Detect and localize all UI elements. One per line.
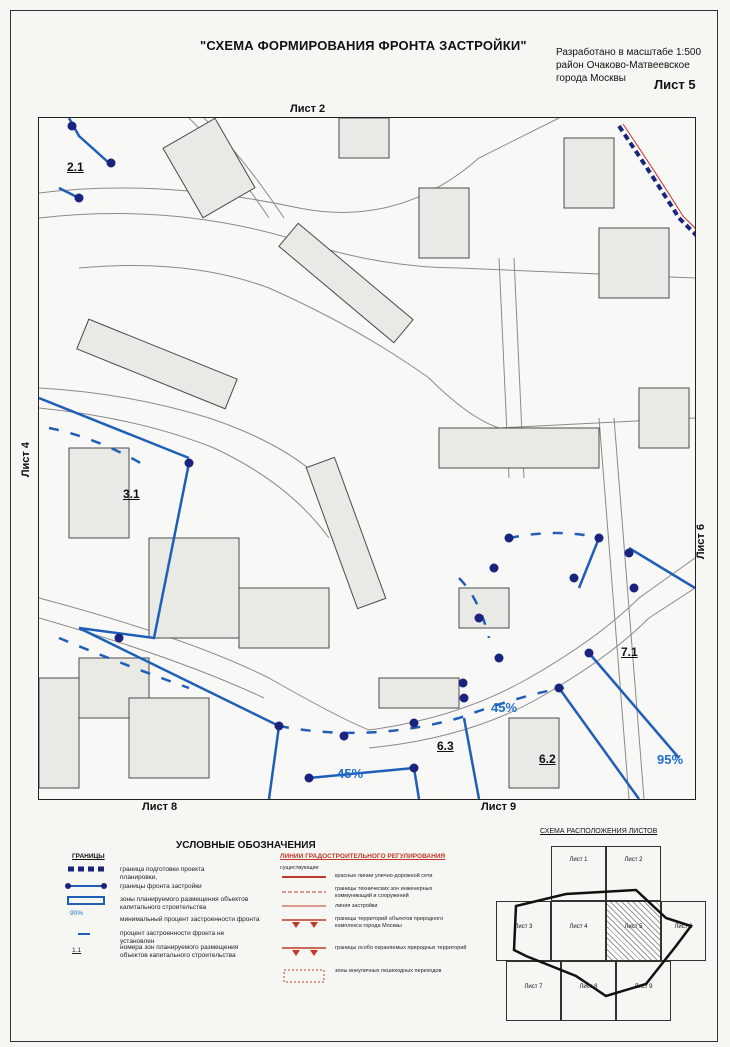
legend-boundaries-header: ГРАНИЦЫ <box>72 853 105 860</box>
legend-symbols <box>65 866 107 935</box>
keymap-cell-7[interactable]: Лист 7 <box>506 961 561 1021</box>
legend-item-no-percent: процент застроенности фронта не установл… <box>120 930 225 945</box>
scale-line-3: города Москвы <box>556 73 626 84</box>
sheet-label-bottom-right[interactable]: Лист 9 <box>481 801 517 813</box>
legend-item-min-percent: минимальный процент застроенности фронта <box>120 916 260 923</box>
scale-line-2: район Очаково-Матвеевское <box>556 60 690 71</box>
zone-label-7-1: 7.1 <box>621 645 638 659</box>
legend-existing-label: существующие <box>280 865 319 871</box>
map-canvas[interactable]: Лист 2 2.1 3.1 6.3 6.2 7.1 45% 45% 95% <box>38 117 696 800</box>
sheet-frame <box>10 10 718 1042</box>
legend-red-lines: красные линии улично-дорожной сети <box>335 873 433 879</box>
keymap-title: СХЕМА РАСПОЛОЖЕНИЯ ЛИСТОВ <box>540 828 658 835</box>
legend-protected-areas: границы особо охраняемых природных терри… <box>335 945 467 951</box>
keymap-cell-3[interactable]: Лист 3 <box>496 901 551 961</box>
keymap-cell-9[interactable]: Лист 9 <box>616 961 671 1021</box>
legend-regulation-header: ЛИНИИ ГРАДОСТРОИТЕЛЬНОГО РЕГУЛИРОВАНИЯ <box>280 853 446 860</box>
legend-item-project-boundary: граница подготовки проекта планировки, <box>120 866 205 881</box>
legend-item-front-boundary: границы фронта застройки <box>120 883 202 890</box>
keymap: Лист 1 Лист 2 Лист 3 Лист 4 Лист 5 Лист … <box>496 846 706 1026</box>
legend-title: УСЛОВНЫЕ ОБОЗНАЧЕНИЯ <box>176 840 316 851</box>
keymap-cell-6[interactable]: Лист 6 <box>661 901 706 961</box>
project-boundary-line <box>617 124 695 237</box>
legend-pedestrian-crossings: зоны внеуличных пешеходных переходов <box>335 968 442 974</box>
sheet-number: Лист 5 <box>654 77 696 92</box>
legend-natural-complex: границы территорий объектов природного к… <box>335 916 444 929</box>
keymap-cell-8[interactable]: Лист 8 <box>561 961 616 1021</box>
sheet-label-left[interactable]: Лист 4 <box>20 442 32 478</box>
legend-sample-percent: 90% <box>70 910 84 917</box>
sheet-label-top[interactable]: Лист 2 <box>290 103 326 115</box>
sheet-label-right[interactable]: Лист 6 <box>695 524 707 560</box>
zone-label-3-1: 3.1 <box>123 487 140 501</box>
legend-sample-zone-number: 1.1 <box>72 947 82 954</box>
legend-regulation-symbols <box>282 876 326 983</box>
keymap-cell-2[interactable]: Лист 2 <box>606 846 661 901</box>
keymap-cell-4[interactable]: Лист 4 <box>551 901 606 961</box>
front-percent-label: 45% <box>491 700 518 715</box>
legend-technical-zones: границы технических зон инженерных комму… <box>335 886 433 899</box>
buildings <box>39 118 690 789</box>
zone-label-6-2: 6.2 <box>539 752 556 766</box>
sheet-label-bottom-left[interactable]: Лист 8 <box>142 801 178 813</box>
front-nodes <box>67 121 639 783</box>
front-percent-label: 95% <box>657 752 684 767</box>
scale-line-1: Разработано в масштабе 1:500 <box>556 47 702 58</box>
map-drawing <box>39 118 695 799</box>
front-percent-label: 45% <box>337 766 364 781</box>
legend-building-line: линия застройки <box>335 903 378 909</box>
zone-label-2-1: 2.1 <box>67 160 84 174</box>
map-title: "СХЕМА ФОРМИРОВАНИЯ ФРОНТА ЗАСТРОЙКИ" <box>200 38 527 53</box>
legend-item-zones: зоны планируемого размещения объектов ка… <box>120 896 249 911</box>
legend-item-zone-numbers: номера зон планируемого размещения объек… <box>120 944 239 959</box>
front-dashes <box>48 426 600 735</box>
keymap-cell-5[interactable]: Лист 5 <box>606 901 661 961</box>
zone-label-6-3: 6.3 <box>437 739 454 753</box>
keymap-district-outline <box>512 888 694 998</box>
scale-note: Разработано в масштабе 1:500 район Очако… <box>556 46 701 85</box>
keymap-cell-1[interactable]: Лист 1 <box>551 846 606 901</box>
red-line <box>622 123 695 229</box>
